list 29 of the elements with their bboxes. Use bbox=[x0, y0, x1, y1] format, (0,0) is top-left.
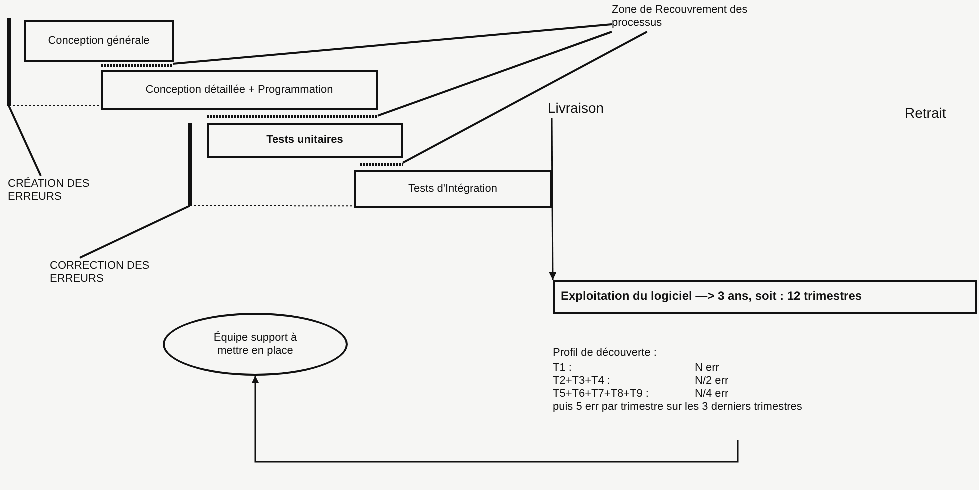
profile-text: T1 : bbox=[553, 362, 572, 374]
error-phase-bar bbox=[7, 18, 11, 106]
profile-text: T2+T3+T4 : bbox=[553, 375, 610, 387]
profile-text: N/2 err bbox=[695, 375, 729, 387]
leader-line bbox=[80, 205, 190, 259]
profile-text: puis 5 err par trimestre sur les 3 derniers trimestres bbox=[553, 401, 802, 413]
ellipse-node: Équipe support à mettre en place bbox=[163, 313, 348, 376]
overlap-zone-line bbox=[360, 163, 403, 166]
overlap-zone-line bbox=[101, 64, 173, 67]
text-label: Livraison bbox=[548, 98, 628, 118]
profile-text: N/4 err bbox=[695, 388, 729, 400]
leader-line bbox=[172, 24, 612, 65]
process-box: Tests unitaires bbox=[207, 123, 403, 158]
text-label: CRÉATION DES ERREURS bbox=[8, 176, 118, 206]
leader-line bbox=[8, 106, 42, 176]
error-phase-bar bbox=[188, 123, 192, 206]
process-box: Conception générale bbox=[24, 20, 174, 62]
profile-text: N err bbox=[695, 362, 720, 374]
profile-text: T5+T6+T7+T8+T9 : bbox=[553, 388, 649, 400]
text-label: Zone de Recouvrement des processus bbox=[612, 2, 772, 32]
process-box: Tests d'Intégration bbox=[354, 170, 552, 208]
process-box: Conception détaillée + Programmation bbox=[101, 70, 378, 110]
profile-text: Profil de découverte : bbox=[553, 347, 657, 359]
process-box: Exploitation du logiciel —> 3 ans, soit : 12 trimestres bbox=[553, 280, 977, 314]
text-label: Retrait bbox=[905, 103, 979, 123]
overlap-zone-line bbox=[207, 115, 378, 118]
arrow bbox=[252, 376, 739, 463]
arrow bbox=[549, 118, 557, 280]
text-label: CORRECTION DES ERREURS bbox=[50, 258, 170, 288]
